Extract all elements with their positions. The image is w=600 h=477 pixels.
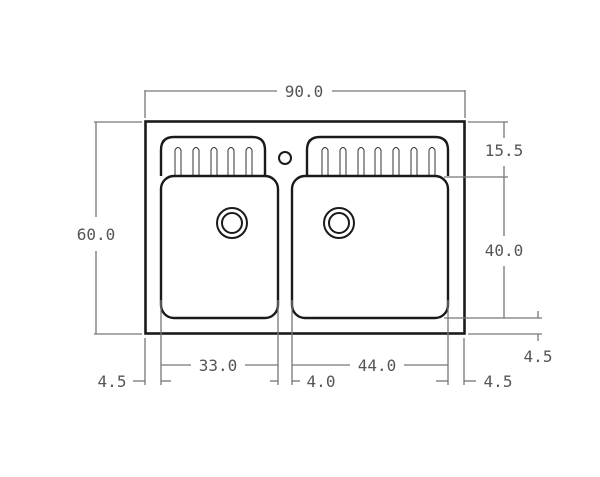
right-drainboard-ribs xyxy=(321,147,436,176)
left-bowl xyxy=(159,174,280,320)
front-margin-label: 4.5 xyxy=(524,347,553,366)
bowl-depth-label: 40.0 xyxy=(485,241,524,260)
dimension-overall-depth: 60.0 xyxy=(77,121,142,335)
bottom-extension-lines xyxy=(144,300,465,385)
dimension-right-bowl-width: 44.0 xyxy=(292,356,448,375)
left-bowl-width-label: 33.0 xyxy=(199,356,238,375)
right-bowl-width-label: 44.0 xyxy=(358,356,397,375)
bowl-gap-label: 4.0 xyxy=(307,372,336,391)
left-drainboard-ribs xyxy=(174,147,253,176)
dimension-left-margin: 4.5 xyxy=(98,372,171,391)
dimension-front-margin: 4.5 xyxy=(468,311,552,366)
dimension-bowl-depth: 40.0 xyxy=(444,177,542,319)
drainboard-depth-label: 15.5 xyxy=(485,141,524,160)
dimension-overall-width: 90.0 xyxy=(144,82,466,118)
right-drainboard xyxy=(305,135,450,176)
left-drainboard xyxy=(159,135,267,176)
overall-width-label: 90.0 xyxy=(285,82,324,101)
right-margin-label: 4.5 xyxy=(484,372,513,391)
dimension-bowl-gap: 4.0 xyxy=(270,372,335,391)
left-margin-label: 4.5 xyxy=(98,372,127,391)
dimension-drainboard-depth: 15.5 xyxy=(444,121,524,178)
dimension-right-margin: 4.5 xyxy=(436,372,512,391)
right-bowl xyxy=(290,174,450,320)
tap-hole-icon xyxy=(278,151,292,165)
overall-depth-label: 60.0 xyxy=(77,225,116,244)
dimension-left-bowl-width: 33.0 xyxy=(161,356,278,375)
